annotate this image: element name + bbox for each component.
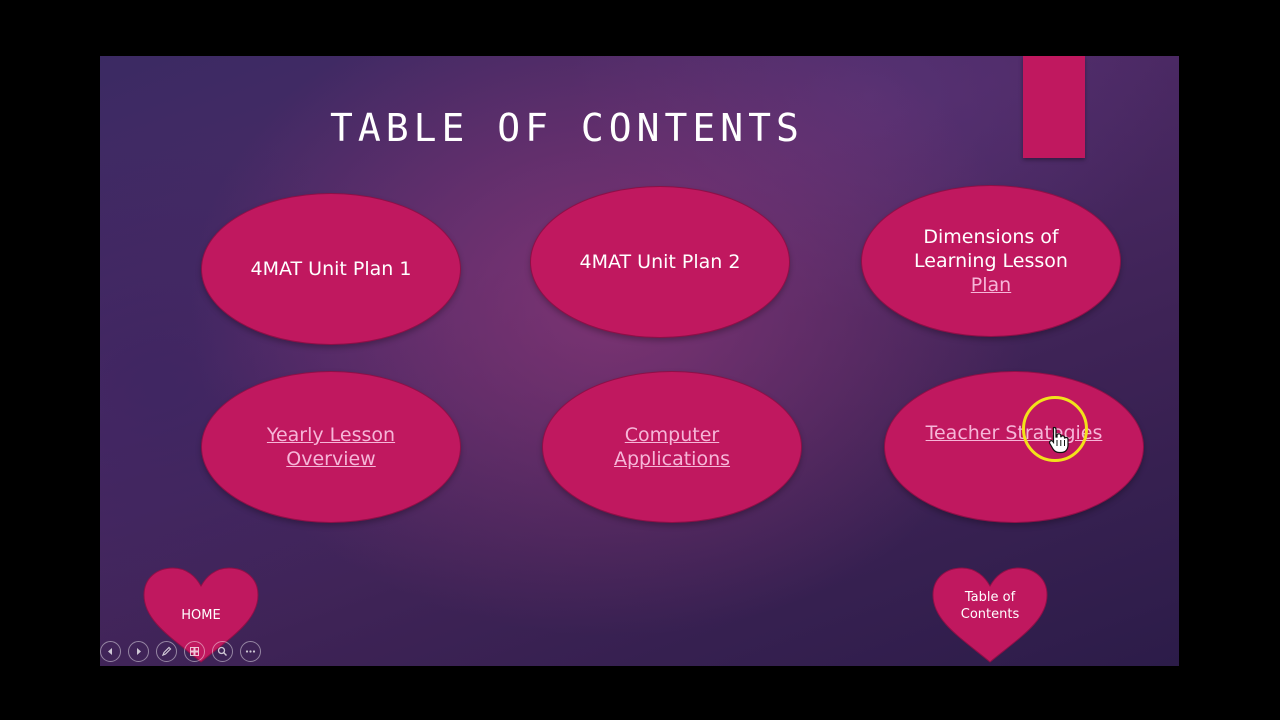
heart-shape-icon <box>932 567 1048 663</box>
next-icon[interactable] <box>128 641 149 662</box>
table-of-contents-heart-button[interactable]: Table of Contents <box>931 566 1049 666</box>
hand-pointer-icon <box>1048 426 1070 458</box>
oval-label: Yearly Lesson Overview <box>267 423 395 471</box>
oval-computer-applications[interactable]: Computer Applications <box>542 371 802 523</box>
toc-label-line-2: Contents <box>960 607 1020 622</box>
oval-dimensions-of-learning[interactable]: Dimensions of Learning Lesson Plan <box>861 185 1121 337</box>
oval-4mat-unit-plan-1[interactable]: 4MAT Unit Plan 1 <box>201 193 461 345</box>
yearly-lesson-link[interactable]: Yearly Lesson <box>266 424 396 446</box>
oval-teacher-strategies[interactable]: Teacher Strategies <box>884 371 1144 523</box>
applications-link[interactable]: Applications <box>613 448 731 470</box>
oval-yearly-lesson-overview[interactable]: Yearly Lesson Overview <box>201 371 461 523</box>
slides-grid-icon[interactable] <box>184 641 205 662</box>
home-label: HOME <box>181 608 221 623</box>
oval-label: Computer Applications <box>614 423 730 471</box>
oval-label: 4MAT Unit Plan 1 <box>250 258 412 280</box>
accent-bar <box>1023 56 1085 158</box>
heart-shape-icon <box>143 567 259 663</box>
overview-link[interactable]: Overview <box>286 448 376 470</box>
previous-icon[interactable] <box>100 641 121 662</box>
oval-4mat-unit-plan-2[interactable]: 4MAT Unit Plan 2 <box>530 186 790 338</box>
zoom-icon[interactable] <box>212 641 233 662</box>
cursor-highlight-ring <box>1022 396 1088 462</box>
slide-title: TABLE OF CONTENTS <box>330 106 804 150</box>
table-of-contents-label: Table of Contents <box>931 589 1049 623</box>
more-options-icon[interactable] <box>240 641 261 662</box>
home-heart-button[interactable]: HOME <box>142 566 260 666</box>
slideshow-controls <box>100 641 261 662</box>
slide: TABLE OF CONTENTS 4MAT Unit Plan 1 4MAT … <box>100 56 1179 666</box>
oval-label: 4MAT Unit Plan 2 <box>579 251 741 273</box>
toc-label-line-1: Table of <box>964 590 1016 605</box>
computer-link[interactable]: Computer <box>624 424 720 446</box>
plan-link[interactable]: Plan <box>970 274 1012 296</box>
oval-label-line: Dimensions of <box>923 226 1059 248</box>
pen-icon[interactable] <box>156 641 177 662</box>
oval-label: Dimensions of Learning Lesson Plan <box>914 225 1068 297</box>
oval-label-line: Learning Lesson <box>914 250 1068 272</box>
